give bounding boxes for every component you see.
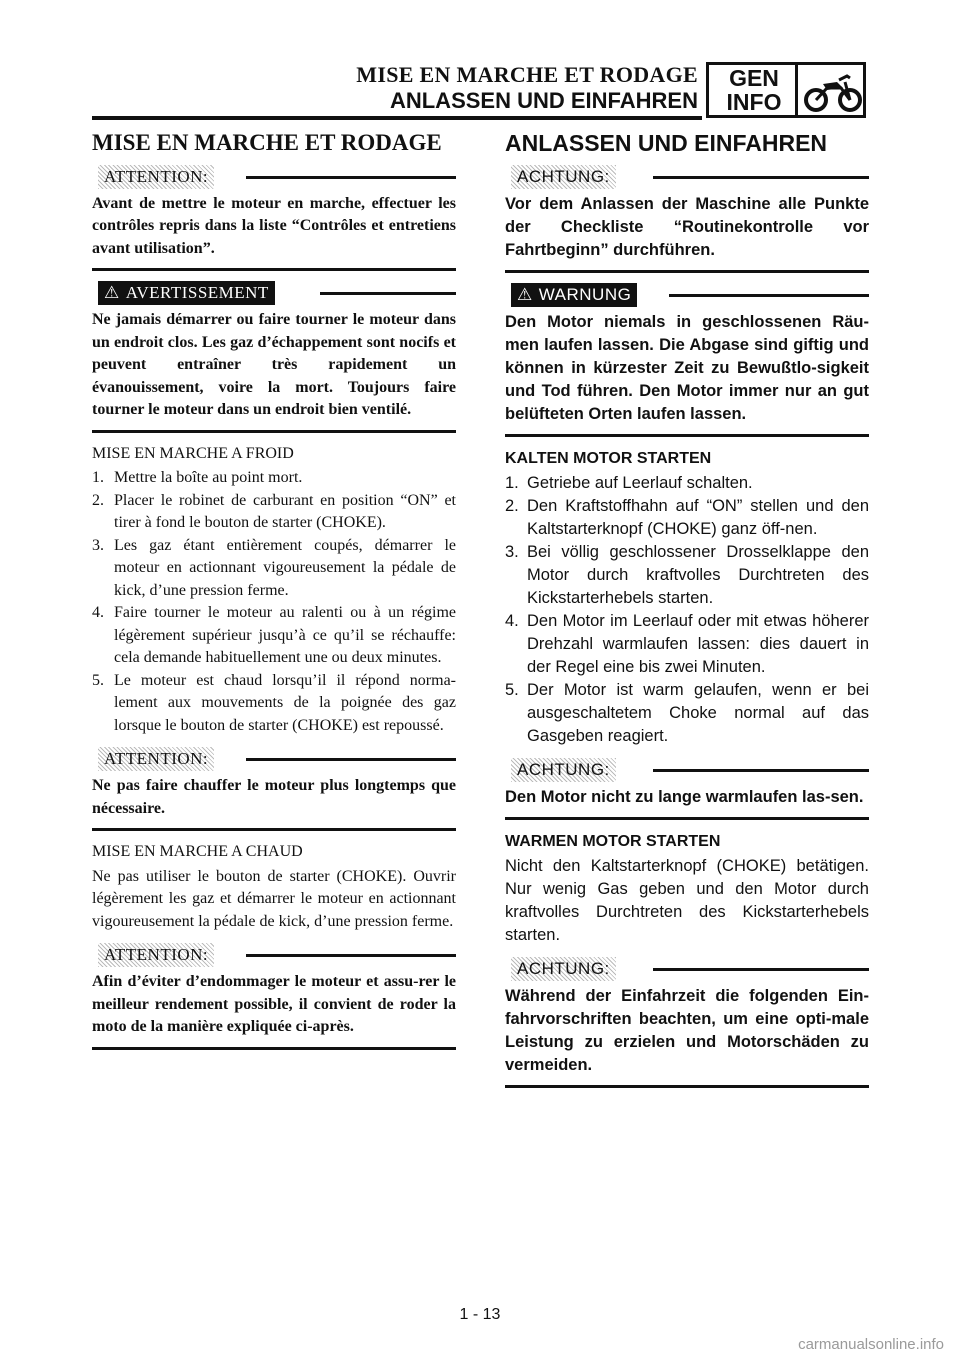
warnung-text: Den Motor niemals in geschlossenen Räu-m… xyxy=(505,311,869,437)
achtung-label: ACHTUNG: xyxy=(511,957,616,981)
warning-triangle-icon: ⚠ xyxy=(104,283,120,302)
warning-text: Ne jamais démarrer ou faire tourner le m… xyxy=(92,309,456,433)
achtung-text: Den Motor nicht zu lange warmlaufen las-… xyxy=(505,786,869,820)
hot-start-text-de: Nicht den Kaltstarterknopf (CHOKE) betät… xyxy=(505,857,869,944)
badge-line-2: INFO xyxy=(726,89,782,115)
attention-box-1: ATTENTION: Avant de mettre le moteur en … xyxy=(92,164,456,271)
list-item: 3.Bei völlig geschlossener Drosselklappe… xyxy=(505,543,869,607)
header-title-de: ANLASSEN UND EINFAHREN xyxy=(389,88,698,113)
gen-info-badge: GEN INFO xyxy=(706,62,866,118)
list-item: 2.Den Kraftstoffhahn auf “ON” stellen un… xyxy=(505,497,869,538)
attention-label: ATTENTION: xyxy=(98,747,215,771)
cold-start-steps-de: 1.Getriebe auf Leerlauf schalten. 2.Den … xyxy=(505,472,869,748)
list-item: 5.Der Motor ist warm gelaufen, wenn er b… xyxy=(505,681,869,745)
attention-text: Ne pas faire chauffer le moteur plus lon… xyxy=(92,775,456,831)
achtung-box-2: ACHTUNG: Den Motor nicht zu lange warmla… xyxy=(505,758,869,820)
warning-box: ⚠ AVERTISSEMENT Ne jamais démarrer ou fai… xyxy=(92,281,456,433)
warnung-label: WARNUNG xyxy=(538,285,632,304)
warning-triangle-icon: ⚠ xyxy=(517,285,533,304)
warnung-box: ⚠ WARNUNG Den Motor niemals in geschlosse… xyxy=(505,283,869,437)
cold-start-steps: 1.Mettre la boîte au point mort. 2.Place… xyxy=(92,467,456,737)
attention-text: Avant de mettre le moteur en marche, eff… xyxy=(92,193,456,271)
achtung-label: ACHTUNG: xyxy=(511,165,616,189)
list-item: 5.Le moteur est chaud lorsqu’il il répon… xyxy=(92,671,456,734)
cold-start-heading-de: KALTEN MOTOR STARTEN xyxy=(505,450,712,467)
french-column: MISE EN MARCHE ET RODAGE ATTENTION: Avan… xyxy=(92,124,456,1050)
list-item: 2.Placer le robinet de carburant en posi… xyxy=(92,491,456,532)
attention-label: ATTENTION: xyxy=(98,164,215,189)
achtung-label: ACHTUNG: xyxy=(511,758,616,782)
achtung-box-3: ACHTUNG: Während der Einfahrzeit die fol… xyxy=(505,957,869,1088)
warning-label: AVERTISSEMENT xyxy=(125,283,269,302)
hot-start-heading-de: WARMEN MOTOR STARTEN xyxy=(505,833,721,850)
german-column: ANLASSEN UND EINFAHREN ACHTUNG: Vor dem … xyxy=(505,124,869,1088)
attention-text: Afin d’éviter d’endommager le moteur et … xyxy=(92,971,456,1050)
list-item: 4.Faire tourner le moteur au ralenti ou … xyxy=(92,604,456,666)
section-heading-de: ANLASSEN UND EINFAHREN xyxy=(505,130,828,156)
header-rule xyxy=(92,116,702,120)
hot-start-heading: MISE EN MARCHE A CHAUD xyxy=(92,843,303,860)
attention-label: ATTENTION: xyxy=(98,943,215,967)
badge-line-1: GEN xyxy=(729,65,779,91)
cold-start-heading: MISE EN MARCHE A FROID xyxy=(92,444,294,462)
list-item: 1.Mettre la boîte au point mort. xyxy=(92,469,303,486)
achtung-text: Während der Einfahrzeit die folgenden Ei… xyxy=(505,985,869,1088)
watermark: carmanualsonline.info xyxy=(798,1336,944,1353)
motorcycle-icon xyxy=(804,74,862,112)
section-heading-fr: MISE EN MARCHE ET RODAGE xyxy=(92,130,442,155)
attention-box-3: ATTENTION: Afin d’éviter d’endommager le… xyxy=(92,943,456,1050)
list-item: 4.Den Motor im Leerlauf oder mit etwas h… xyxy=(505,612,869,676)
header-title-fr: MISE EN MARCHE ET RODAGE xyxy=(356,62,698,87)
list-item: 1.Getriebe auf Leerlauf schalten. xyxy=(505,474,753,492)
hot-start-text: Ne pas utiliser le bouton de starter (CH… xyxy=(92,867,456,930)
badge-divider xyxy=(795,65,798,115)
page-number: 1 - 13 xyxy=(459,1306,501,1323)
attention-box-2: ATTENTION: Ne pas faire chauffer le mote… xyxy=(92,747,456,831)
achtung-box-1: ACHTUNG: Vor dem Anlassen der Maschine a… xyxy=(505,165,869,273)
achtung-text: Vor dem Anlassen der Maschine alle Punkt… xyxy=(505,193,869,273)
list-item: 3.Les gaz étant entièrement coupés, déma… xyxy=(92,536,456,599)
